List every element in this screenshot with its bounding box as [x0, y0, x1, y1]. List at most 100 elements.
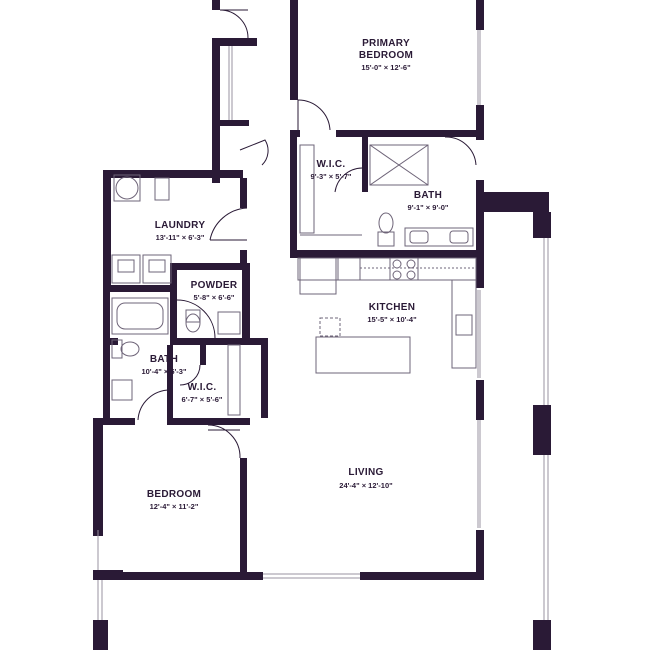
toilet-powder-tank [185, 309, 201, 323]
bedroom-dims: 12'-4" × 11'-2" [150, 502, 199, 511]
toilet-powder-bowl [185, 313, 201, 333]
door-swing-bedroom [207, 424, 241, 459]
wall-primary-bottom [336, 130, 476, 137]
powder-name: POWDER [191, 280, 238, 291]
door-swing-bath2 [137, 389, 171, 421]
water-heater-box [113, 174, 141, 202]
wic2-dims: 6'-7" × 5'-6" [182, 395, 223, 404]
door-swing-corridor [239, 139, 269, 166]
kitchen-counter-side [451, 279, 477, 369]
wall-bottom-run [118, 572, 263, 580]
primary-bedroom-dims: 15'-0" × 12'-6" [361, 63, 411, 72]
wall-powder-bottom [170, 338, 250, 345]
door-swing-primary [297, 99, 331, 131]
wall-wic2-right [261, 338, 268, 418]
bath-primary-name: BATH [414, 190, 442, 201]
wall-primary-right-mid [476, 105, 484, 140]
wall-laundry-bottom [103, 285, 175, 292]
cooktop [389, 257, 419, 281]
bath-primary-dims: 9'-1" × 9'-0" [408, 203, 449, 212]
wall-wic-left [290, 137, 297, 255]
wall-bath2-wic-divider [200, 345, 206, 365]
door-swing-top [219, 9, 249, 39]
wall-powder-top [170, 263, 250, 270]
wall-entry-top [212, 38, 257, 46]
wic2-shelf [227, 344, 241, 416]
living-dims: 24'-4" × 12'-10" [339, 481, 393, 490]
door-swing-wic2 [179, 364, 201, 386]
sink-primary-right [449, 230, 469, 244]
wall-living-bottom [360, 572, 484, 580]
wall-wic2-left [167, 345, 173, 425]
wall-bath2-left [103, 292, 110, 422]
wic2-name: W.I.C. [187, 382, 216, 393]
balcony-top [484, 192, 549, 212]
kitchen-dims: 15'-5" × 10'-4" [367, 315, 417, 324]
kitchen-counter-top [297, 257, 477, 281]
balcony-pier [533, 405, 551, 455]
washer [111, 254, 141, 284]
water-heater [115, 176, 139, 200]
wall-wic2-bottom [167, 418, 250, 425]
wall-kitchen-right-top [476, 258, 484, 288]
wall-bath2-top-stub [110, 338, 118, 345]
wall-top-stub [212, 0, 220, 10]
doors [137, 9, 477, 459]
wall-corridor-left [212, 38, 220, 183]
wall-laundry-right-bottom [240, 250, 247, 268]
wall-bath-right [476, 180, 484, 260]
primary-bedroom-name-2: BEDROOM [359, 50, 413, 61]
wall-powder-right [242, 263, 250, 345]
bath2-dims: 10'-4" × 5'-3" [141, 367, 187, 376]
wall-wic2-top-right [242, 338, 267, 345]
door-swing-wic-bath [334, 167, 363, 193]
wall-bedroom-right [240, 458, 247, 578]
fixtures [111, 144, 477, 416]
toilet-primary-bowl [378, 212, 394, 234]
door-swing-powder [176, 299, 216, 339]
wall-laundry-right-top [240, 178, 247, 208]
labels: PRIMARY BEDROOM 15'-0" × 12'-6" W.I.C. 9… [141, 38, 448, 511]
sink-bath2 [111, 379, 133, 401]
wall-wic-bath-divider [362, 137, 368, 192]
walls [93, 0, 551, 650]
windows-railings [97, 30, 549, 620]
wall-bedroom-left [93, 418, 103, 536]
bedroom-name: BEDROOM [147, 489, 201, 500]
wall-bath-bottom [290, 250, 484, 258]
balcony-corner [533, 212, 551, 238]
toilet-bath2-bowl [120, 341, 140, 357]
fridge [299, 257, 337, 295]
tub [111, 297, 169, 335]
wall-corridor-ledge [219, 120, 249, 126]
wall-primary-left [290, 0, 298, 100]
vanity-primary [404, 227, 474, 247]
wall-primary-right-top [476, 0, 484, 30]
wall-laundry-left [103, 170, 111, 292]
laundry-dims: 13'-11" × 6'-3" [156, 233, 205, 242]
wic-primary-name: W.I.C. [316, 159, 345, 170]
wall-living-right-bottom [476, 530, 484, 580]
kitchen-island [315, 336, 411, 374]
wic-shelf-left [299, 144, 315, 234]
balcony-bottom-left [93, 620, 108, 650]
sink-primary-left [409, 230, 429, 244]
door-swing-shower [444, 136, 477, 166]
kitchen-name: KITCHEN [369, 302, 416, 313]
wall-bedroom-top-left [103, 418, 135, 425]
sink-powder [217, 311, 241, 335]
toilet-bath2-tank [111, 339, 123, 359]
dryer [142, 254, 172, 284]
balcony-bottom-right [533, 620, 551, 650]
kitchen-sink [455, 314, 473, 336]
shower [369, 144, 429, 186]
wic-primary-dims: 9'-3" × 5'-7" [311, 172, 352, 181]
kitchen-island-overhang [319, 317, 341, 337]
door-swing-laundry [209, 207, 248, 241]
wall-bedroom-bottom-left [93, 570, 123, 580]
kitchen-pantry [337, 257, 361, 281]
toilet-primary-tank [377, 231, 395, 247]
wall-powder-left [170, 263, 177, 345]
